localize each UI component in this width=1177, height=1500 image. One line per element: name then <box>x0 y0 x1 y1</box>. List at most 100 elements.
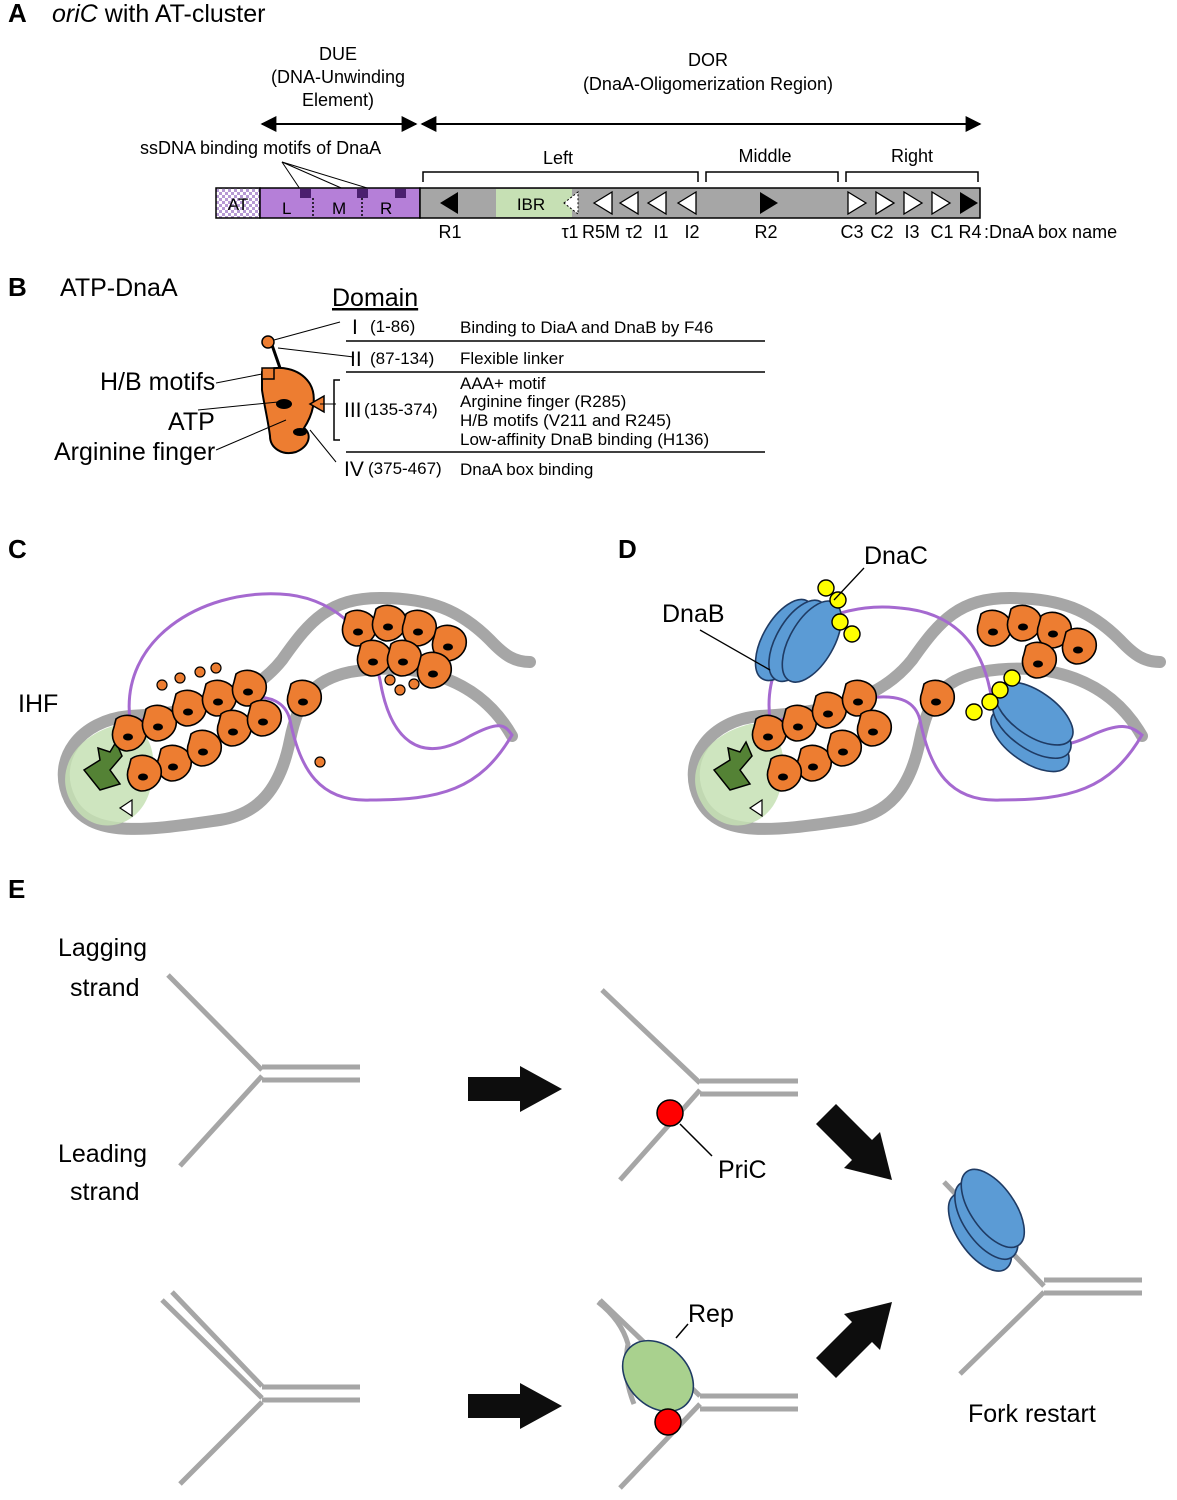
box-c3 <box>847 190 868 216</box>
motif-r-label: R <box>380 199 392 218</box>
domain-ii-desc: Flexible linker <box>460 349 564 368</box>
dnac-loaders <box>817 579 1021 721</box>
fork-3 <box>160 1290 360 1486</box>
unwound-ssdna-loop-d <box>767 605 1144 802</box>
dnac-label: DnaC <box>864 542 928 570</box>
domain-iii-range: (135-374) <box>364 400 438 419</box>
region-left-label: Left <box>543 148 573 168</box>
dnaa-cartoon <box>261 335 325 454</box>
domain-header: Domain <box>332 284 418 312</box>
right-bracket <box>845 171 979 182</box>
panel-b: B ATP-DnaA Domain H/B motifs ATP Arginin… <box>8 272 765 481</box>
panel-a-title: oriC with AT-cluster <box>52 0 265 28</box>
svg-text:τ1: τ1 <box>561 222 578 242</box>
ihf-protein-d <box>712 740 753 791</box>
panel-e-letter: E <box>8 874 25 904</box>
domain-ii-numeral: II <box>350 348 362 371</box>
motif-r-mark <box>395 189 406 198</box>
ssdna-motif-label: ssDNA binding motifs of DnaA <box>140 138 381 158</box>
dna-lower-strand-d <box>694 662 1148 835</box>
dna-upper-strand <box>57 591 536 806</box>
leading-label-1: Leading <box>58 1140 147 1168</box>
box-tau1 <box>563 190 579 216</box>
domain-i-numeral: I <box>352 316 358 339</box>
dnaa-oligomer-left <box>111 669 283 792</box>
unwound-ssdna-loop <box>127 592 514 802</box>
ibr-label: IBR <box>517 195 545 214</box>
arrow-1 <box>468 1066 562 1112</box>
pric-label: PriC <box>718 1156 767 1184</box>
panel-b-letter: B <box>8 272 27 302</box>
fork-2 <box>600 988 798 1182</box>
fork-restart-label: Fork restart <box>968 1400 1096 1428</box>
dnaa-monomer-middle <box>286 679 323 717</box>
dnaa-box-tick <box>118 798 133 818</box>
rep-label: Rep <box>688 1300 734 1328</box>
rep-helicase <box>621 1339 695 1413</box>
dnaa-domain-i-balls <box>156 662 420 768</box>
box-r5m <box>592 190 613 216</box>
svg-text:C1: C1 <box>930 222 953 242</box>
domain-i-range: (1-86) <box>370 317 415 336</box>
svg-text::DnaA box name: :DnaA box name <box>984 222 1117 242</box>
domain-iii-numeral: III <box>344 399 362 422</box>
at-label: AT <box>228 195 248 214</box>
dor-label-1: DOR <box>688 50 728 70</box>
motif-m-mark <box>357 189 368 198</box>
svg-text:R2: R2 <box>754 222 777 242</box>
box-i2 <box>676 190 697 216</box>
fork-4 <box>596 1298 798 1490</box>
panel-c: C IHF <box>8 534 536 835</box>
hb-motifs-callout: H/B motifs <box>100 368 215 396</box>
box-i3 <box>903 190 924 216</box>
box-c2 <box>875 190 896 216</box>
dnaa-monomer-middle-d <box>919 679 956 717</box>
lagging-label-2: strand <box>70 974 139 1002</box>
leading-label-2: strand <box>70 1178 139 1206</box>
panel-a-letter: A <box>8 0 27 28</box>
due-label-2: (DNA-Unwinding <box>271 67 405 87</box>
box-r4 <box>960 192 978 214</box>
due-label-1: DUE <box>319 44 357 64</box>
svg-text:R1: R1 <box>438 222 461 242</box>
box-c1 <box>931 190 952 216</box>
domain-iii-desc-4: Low-affinity DnaB binding (H136) <box>460 430 709 449</box>
box-tau2 <box>618 190 639 216</box>
panel-d: D DnaC DnaB <box>618 534 1166 835</box>
domain-iii-desc-1: AAA+ motif <box>460 374 546 393</box>
domain-iv-desc: DnaA box binding <box>460 460 593 479</box>
motif-l-label: L <box>282 199 291 218</box>
svg-text:C3: C3 <box>840 222 863 242</box>
svg-text:R5M: R5M <box>582 222 620 242</box>
panel-c-letter: C <box>8 534 27 564</box>
atp-callout: ATP <box>168 408 215 436</box>
dna-upper-strand-d <box>687 591 1166 806</box>
region-middle-label: Middle <box>738 146 791 166</box>
motif-m-label: M <box>332 199 346 218</box>
middle-bracket <box>705 171 839 182</box>
ibr-box <box>496 189 572 217</box>
domain-iii-desc-2: Arginine finger (R285) <box>460 392 626 411</box>
panel-d-letter: D <box>618 534 637 564</box>
svg-text:C2: C2 <box>870 222 893 242</box>
dnaa-oligomer-left-d <box>751 679 893 792</box>
svg-text:τ2: τ2 <box>625 222 642 242</box>
dnab-label: DnaB <box>662 600 725 628</box>
box-r2 <box>760 192 778 214</box>
motif-l-mark <box>300 189 311 198</box>
domain-ii-range: (87-134) <box>370 349 434 368</box>
dor-label-2: (DnaA-Oligomerization Region) <box>583 74 833 94</box>
panel-b-title: ATP-DnaA <box>60 274 178 302</box>
svg-text:I3: I3 <box>904 222 919 242</box>
arrow-3 <box>468 1383 562 1429</box>
panel-a: A oriC with AT-cluster DUE (DNA-Unwindin… <box>8 0 1117 242</box>
lagging-label-1: Lagging <box>58 934 147 962</box>
svg-text:R4: R4 <box>958 222 981 242</box>
svg-text:I2: I2 <box>684 222 699 242</box>
pric-protein <box>656 1099 684 1127</box>
arginine-finger-callout: Arginine finger <box>54 438 215 466</box>
dnaa-box-names: R1 τ1 R5M τ2 I1 I2 R2 C3 C2 I3 C1 R4 :Dn… <box>438 222 1117 242</box>
ihf-label: IHF <box>18 690 58 718</box>
domain-iii-desc-3: H/B motifs (V211 and R245) <box>460 411 671 430</box>
